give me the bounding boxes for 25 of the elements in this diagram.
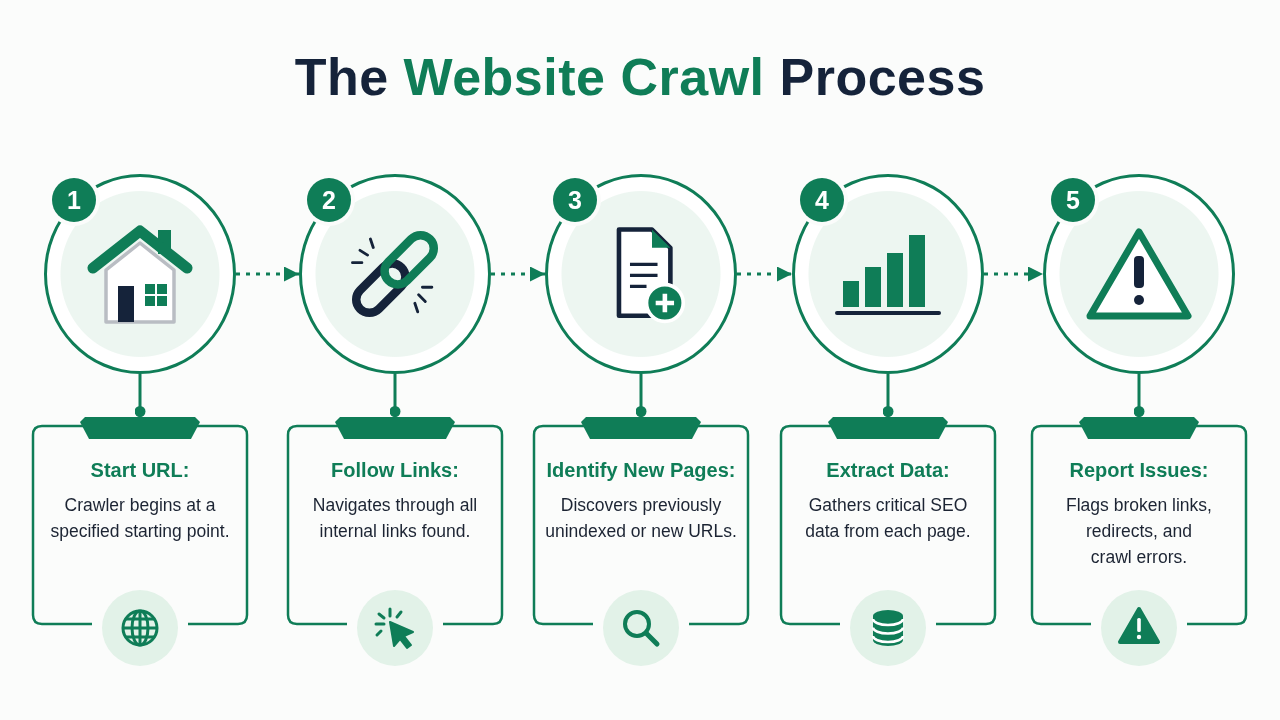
step-heading: Report Issues:: [1069, 458, 1209, 483]
step-number-badge: 1: [52, 178, 96, 222]
step-heading: Identify New Pages:: [546, 458, 736, 483]
step-number-badge: 3: [553, 178, 597, 222]
dot-connector-line: [635, 374, 647, 417]
dotted-arrow: [236, 266, 299, 282]
step-description: Flags broken links, redirects, and crawl errors.: [1065, 494, 1213, 569]
dot-connector-line: [389, 374, 401, 417]
step-description: Crawler begins at a specified starting point.: [49, 494, 231, 543]
step-number-badge: 2: [307, 178, 351, 222]
step-heading: Start URL:: [90, 458, 190, 483]
step-description: Gathers critical SEO data from each page.: [804, 494, 972, 543]
step-heading: Follow Links:: [331, 458, 459, 483]
dotted-arrow: [737, 266, 792, 282]
step-number-badge: 4: [800, 178, 844, 222]
dot-connector-line: [1133, 374, 1145, 417]
dotted-arrow: [491, 266, 545, 282]
step-description: Navigates through all internal links found.: [311, 494, 479, 543]
dot-connector-line: [882, 374, 894, 417]
dotted-arrow: [984, 266, 1043, 282]
step-number-badge: 5: [1051, 178, 1095, 222]
title: The Website Crawl Process: [294, 47, 986, 108]
step-description: Discovers previously unindexed or new URLs.: [544, 494, 738, 543]
step-heading: Extract Data:: [826, 458, 950, 483]
dot-connector-line: [134, 374, 146, 417]
